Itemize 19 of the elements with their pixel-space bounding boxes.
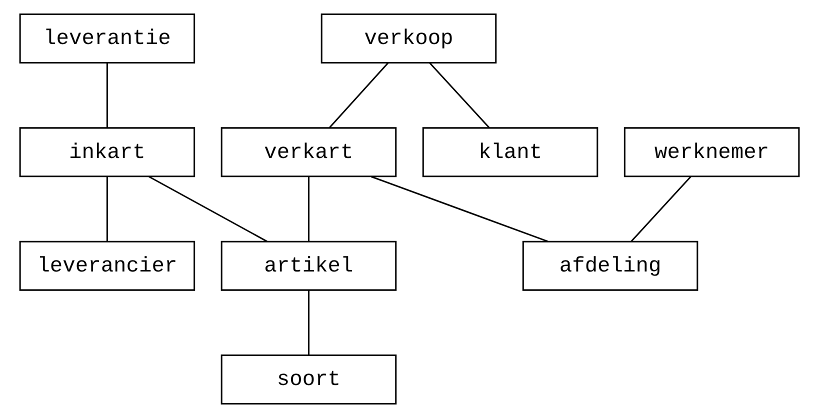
connector [106,62,108,128]
connector [630,176,691,242]
node-box: inkart [18,127,195,178]
node-box: soort [220,354,396,404]
node-box: artikel [220,240,396,291]
node-box: leverancier [18,240,195,291]
node-box: klant [422,127,598,178]
node-box: afdeling [522,240,698,291]
connector [428,62,490,128]
node-box: verkart [220,127,396,178]
node-box: verkoop [320,14,496,64]
connector [328,62,388,128]
connector [307,176,309,242]
connector [106,176,108,242]
connector [148,176,267,242]
node-box: werknemer [623,127,800,178]
connector [370,176,548,242]
node-box: leverantie [18,14,195,64]
connector [307,290,309,356]
